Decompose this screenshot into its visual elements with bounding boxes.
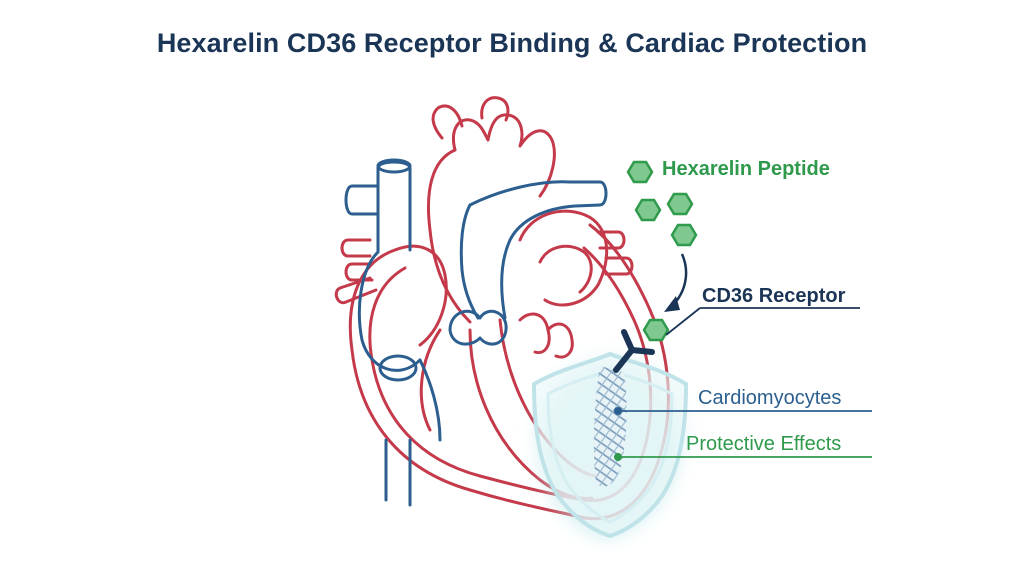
diagram-title: Hexarelin CD36 Receptor Binding & Cardia… bbox=[156, 28, 868, 58]
peptide-hexagon bbox=[634, 198, 662, 222]
peptide-hexagon bbox=[666, 192, 694, 216]
label-cardiomyocytes: Cardiomyocytes bbox=[698, 387, 841, 409]
label-protective-effects: Protective Effects bbox=[686, 433, 841, 455]
leader-protective bbox=[614, 453, 872, 461]
peptide-hexagon-bound bbox=[642, 318, 670, 342]
cd36-receptor bbox=[613, 329, 655, 373]
label-cd36-receptor: CD36 Receptor bbox=[702, 285, 846, 307]
binding-arrow bbox=[664, 253, 688, 312]
protective-shield bbox=[530, 348, 690, 542]
label-hexarelin-peptide: Hexarelin Peptide bbox=[662, 158, 830, 180]
vessels-outline bbox=[344, 158, 608, 507]
peptide-hexagon bbox=[626, 160, 654, 184]
hexarelin-peptides bbox=[626, 160, 698, 342]
leader-cardiomyocytes bbox=[614, 407, 872, 415]
peptide-hexagon bbox=[670, 223, 698, 247]
leader-cd36 bbox=[665, 307, 860, 336]
